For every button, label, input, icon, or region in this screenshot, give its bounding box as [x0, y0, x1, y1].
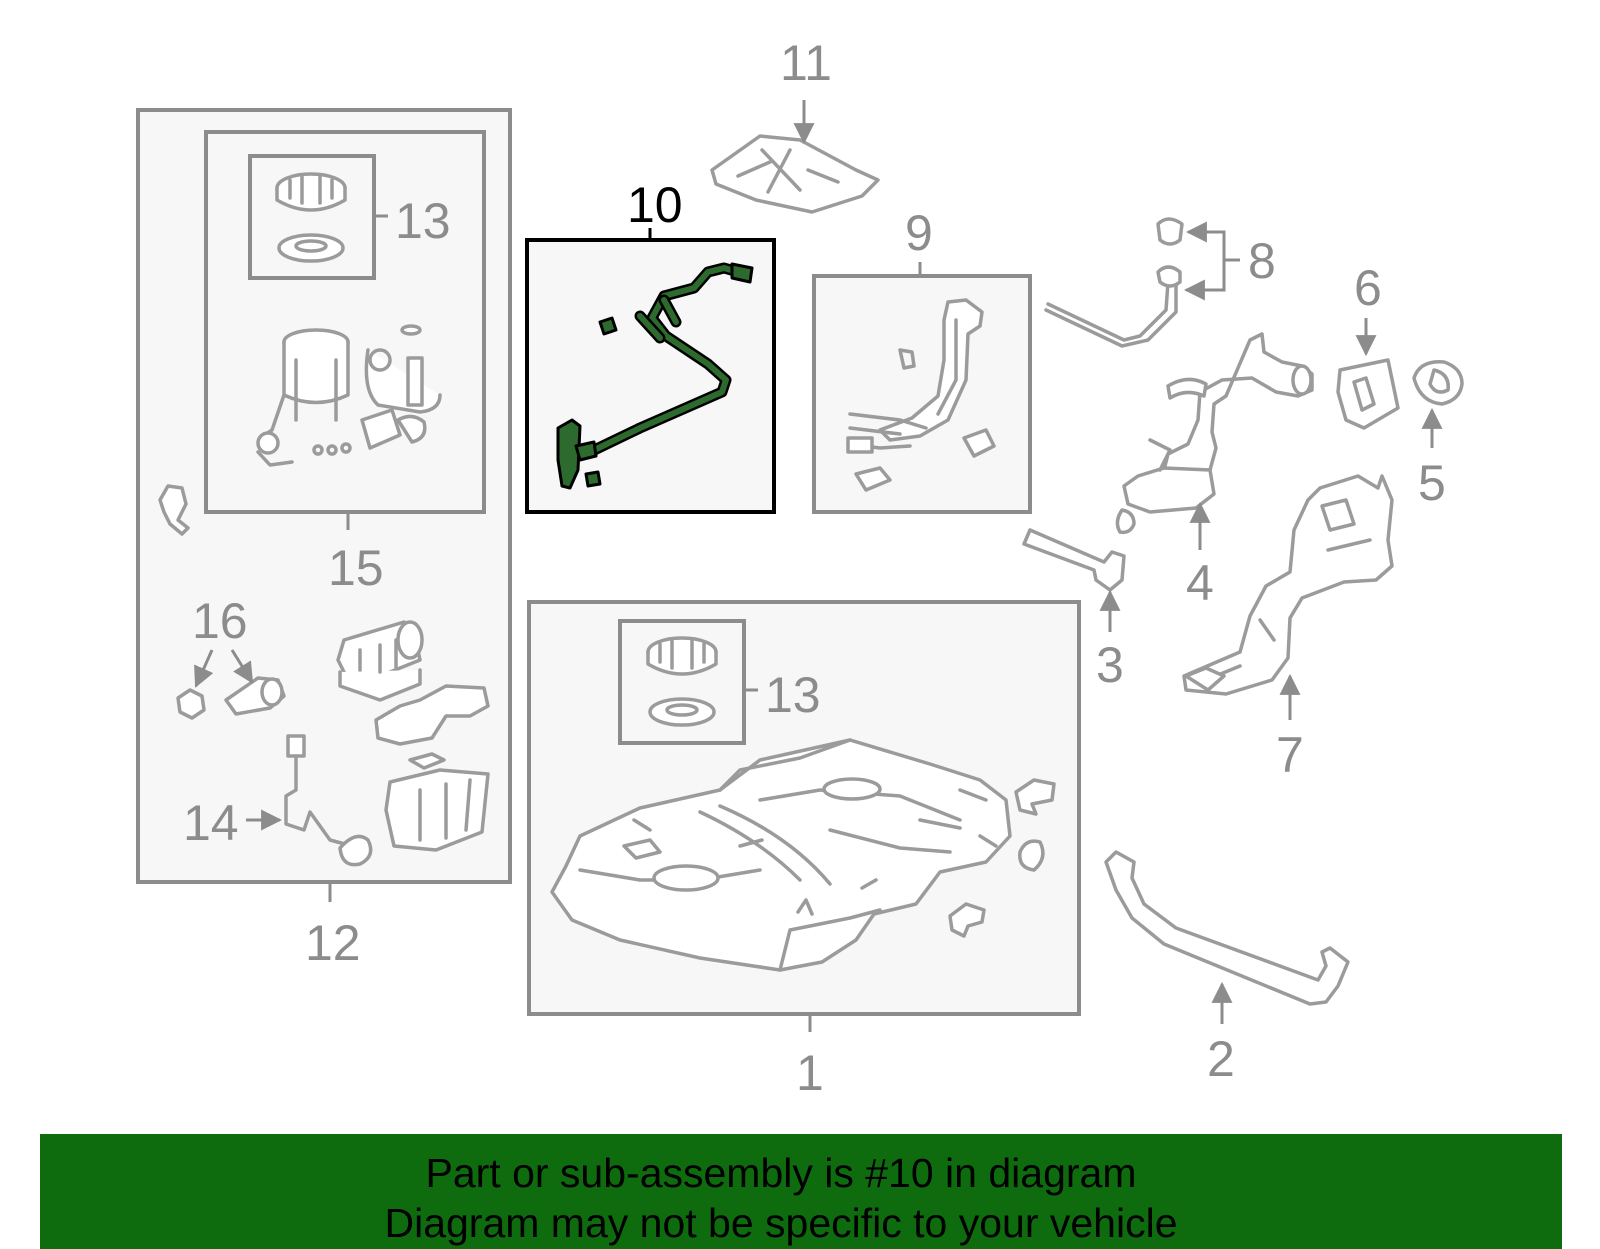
callout-6[interactable]: 6 — [1354, 260, 1382, 316]
part-14-level-sender[interactable] — [284, 734, 373, 867]
group-12-fuel-pump-kit[interactable]: 13 15 16 14 12 — [136, 108, 512, 971]
part-1-fuel-tank[interactable] — [550, 738, 1012, 972]
box-10 — [525, 238, 776, 514]
callout-2[interactable]: 2 — [1207, 1031, 1235, 1087]
part-3-hose[interactable]: 3 — [1022, 528, 1126, 693]
group-9-hose-set[interactable]: 9 — [812, 205, 1032, 514]
group-10-fuel-pipe[interactable]: 10 — [525, 177, 776, 514]
part-tank-brackets[interactable] — [948, 778, 1056, 938]
part-fuel-pump-module[interactable] — [256, 324, 442, 467]
part-7-shield[interactable]: 7 — [1182, 474, 1394, 783]
part-fuel-filter[interactable] — [336, 620, 424, 702]
info-banner: Part or sub-assembly is #10 in diagram D… — [40, 1134, 1562, 1249]
callout-9[interactable]: 9 — [905, 205, 933, 261]
banner-line-2: Diagram may not be specific to your vehi… — [384, 1200, 1178, 1246]
callout-7[interactable]: 7 — [1276, 727, 1304, 783]
callout-12[interactable]: 12 — [305, 915, 361, 971]
part-8-breather-pipe[interactable]: 8 — [1044, 217, 1276, 348]
callout-14[interactable]: 14 — [183, 795, 239, 851]
banner-line-1: Part or sub-assembly is #10 in diagram — [425, 1150, 1137, 1196]
leader-16b — [230, 649, 254, 684]
callout-1[interactable]: 1 — [796, 1045, 824, 1101]
callout-4[interactable]: 4 — [1186, 555, 1214, 611]
leader-8b — [1183, 260, 1226, 301]
box-9 — [812, 274, 1032, 514]
part-4-filler-pipe[interactable]: 4 — [1115, 332, 1314, 611]
leader-16a — [194, 649, 214, 688]
part-6-cap-holder[interactable]: 6 — [1336, 260, 1400, 430]
part-5-fuel-cap[interactable]: 5 — [1412, 360, 1464, 511]
part-13-lower[interactable] — [646, 636, 718, 727]
callout-13-upper[interactable]: 13 — [395, 193, 451, 249]
part-13-upper[interactable] — [275, 172, 347, 263]
callout-8[interactable]: 8 — [1248, 233, 1276, 289]
callout-15[interactable]: 15 — [328, 540, 384, 596]
callout-3[interactable]: 3 — [1096, 637, 1124, 693]
callout-10[interactable]: 10 — [627, 177, 683, 233]
part-clip[interactable] — [158, 484, 190, 536]
callout-16[interactable]: 16 — [192, 593, 248, 649]
part-bracket[interactable] — [374, 684, 490, 852]
group-1-fuel-tank[interactable]: 1 13 — [527, 600, 1081, 1101]
callout-13-lower[interactable]: 13 — [765, 667, 821, 723]
part-16[interactable] — [176, 676, 286, 720]
callout-11[interactable]: 11 — [780, 35, 832, 91]
leader-8a — [1185, 221, 1226, 260]
part-11-protector[interactable]: 11 — [710, 35, 880, 214]
part-10-fuel-pipe[interactable] — [556, 262, 754, 490]
callout-5[interactable]: 5 — [1418, 455, 1446, 511]
part-2-tank-strap[interactable]: 2 — [1104, 850, 1350, 1087]
